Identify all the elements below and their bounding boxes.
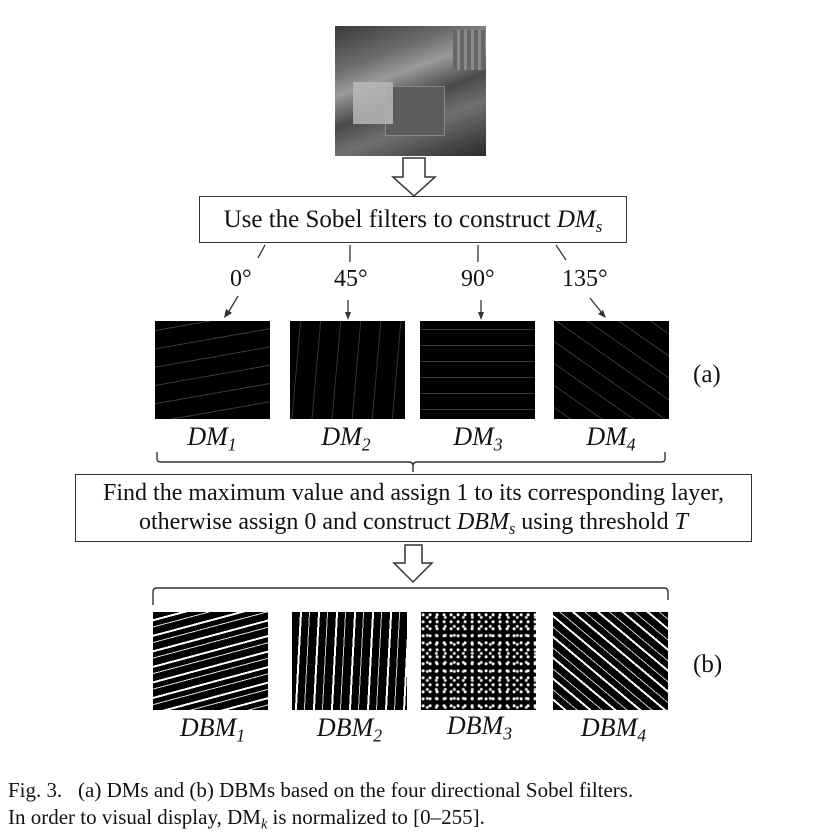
input-aerial-image [335, 26, 486, 156]
dm-image-1 [155, 321, 270, 419]
image-lot-grid [453, 30, 485, 70]
angle-label-135: 135° [562, 266, 608, 292]
step2-box: Find the maximum value and assign 1 to i… [75, 474, 752, 542]
step2-line2: otherwise assign 0 and construct DBMs us… [139, 509, 688, 538]
connector-0deg-top [257, 244, 266, 259]
dbm-image-4 [553, 612, 668, 710]
dbm-image-1 [153, 612, 268, 710]
angle-label-0: 0° [230, 266, 252, 292]
arrowhead-90deg [478, 312, 484, 320]
image-bright-yard [353, 82, 393, 124]
image-building-block [385, 86, 445, 136]
angle-label-45: 45° [334, 266, 368, 292]
hollow-arrow-2 [392, 544, 434, 584]
dm-image-3 [420, 321, 535, 419]
step1-text: Use the Sobel filters to construct DMs [223, 205, 603, 236]
hollow-arrow-1 [391, 157, 437, 198]
caption-line2: In order to visual display, DMk is norma… [8, 805, 485, 833]
figure-caption: Fig. 3. (a) DMs and (b) DBMs based on th… [8, 777, 828, 831]
angle-label-90: 90° [461, 266, 495, 292]
step1-box: Use the Sobel filters to construct DMs [199, 196, 627, 243]
arrowhead-135deg [598, 310, 606, 318]
dbm-image-2 [292, 612, 407, 710]
connector-135deg-arrow [589, 297, 603, 314]
arrowhead-45deg [345, 312, 351, 320]
dbm-image-3 [421, 612, 536, 710]
dbm-label-1: DBM1 [179, 713, 246, 746]
connector-135deg-top [555, 244, 567, 261]
dbm-label-4: DBM4 [580, 713, 647, 746]
dm-label-4: DM4 [586, 422, 636, 455]
connector-0deg-arrow [227, 295, 239, 314]
dm-image-2 [290, 321, 405, 419]
dm-label-2: DM2 [321, 422, 371, 455]
caption-line1: Fig. 3. (a) DMs and (b) DBMs based on th… [8, 778, 634, 802]
panel-label-a: (a) [693, 361, 721, 388]
arrowhead-0deg [224, 309, 232, 318]
step2-line1: Find the maximum value and assign 1 to i… [103, 480, 724, 506]
dm-label-1: DM1 [187, 422, 237, 455]
dm-label-3: DM3 [453, 422, 503, 455]
dbm-bracket [152, 587, 669, 605]
dbm-label-2: DBM2 [316, 713, 383, 746]
panel-label-b: (b) [693, 651, 723, 678]
dm-brace [156, 452, 666, 472]
dbm-label-3: DBM3 [446, 711, 513, 744]
dm-image-4 [554, 321, 669, 419]
